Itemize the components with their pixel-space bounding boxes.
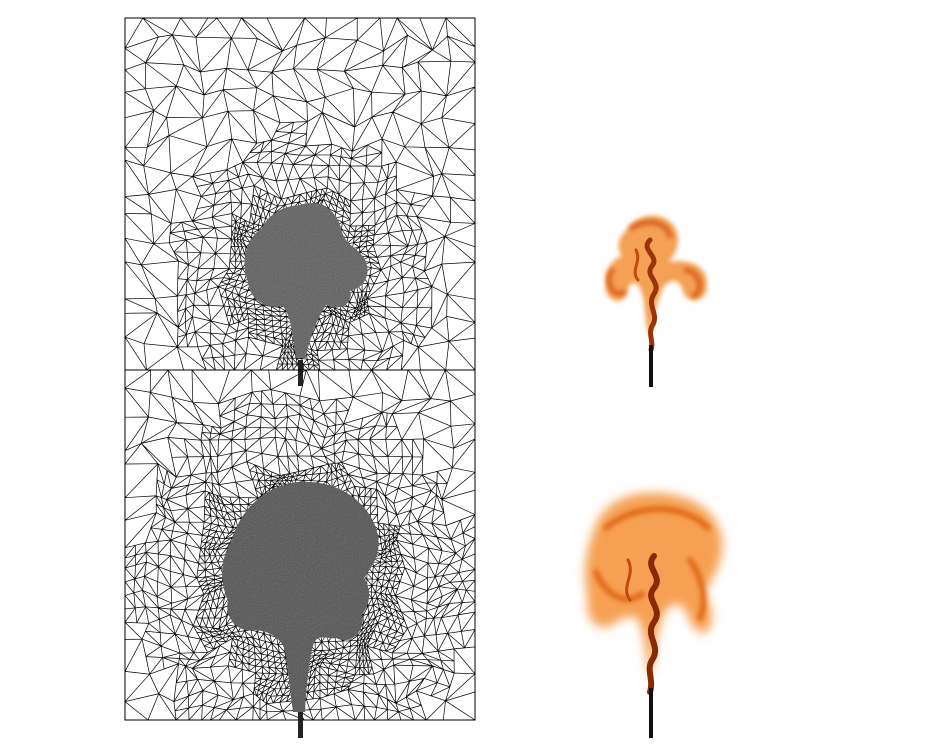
smoke-stem-bottom bbox=[649, 688, 653, 738]
mesh-panel-top bbox=[124, 17, 476, 386]
smoke-stem-top bbox=[649, 345, 653, 387]
smoke-render-top bbox=[605, 215, 708, 387]
nozzle-bottom bbox=[298, 712, 303, 738]
smoke-render-bottom bbox=[585, 492, 723, 738]
mesh-panel-bottom bbox=[124, 369, 476, 738]
